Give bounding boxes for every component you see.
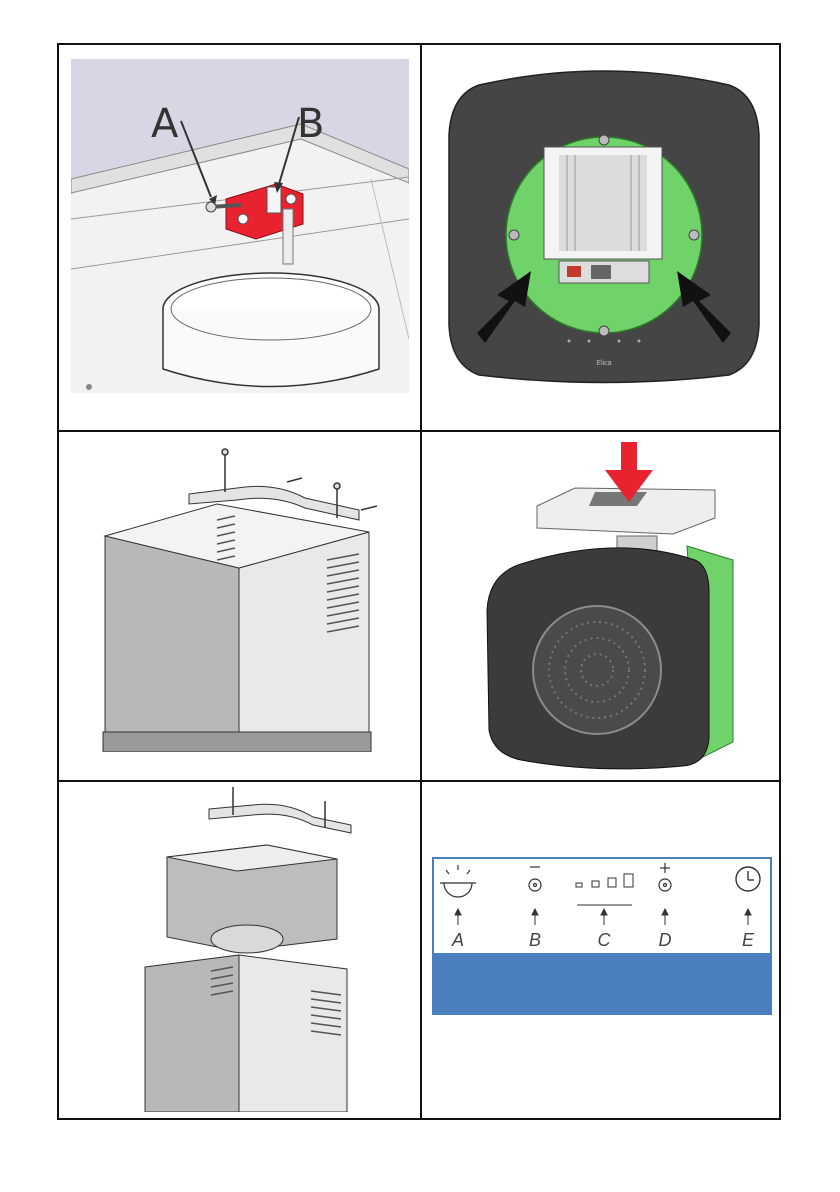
filter-grille <box>533 606 661 734</box>
panel-chimney-exploded <box>137 787 369 1112</box>
key-label-e: E <box>742 930 755 950</box>
label-b: B <box>297 101 324 147</box>
panel-chimney-assembly <box>97 442 387 752</box>
panel-filter-insert <box>477 442 757 772</box>
grid-divider-row1 <box>59 430 779 432</box>
panel-hood-open: Elica <box>439 65 769 413</box>
panel-control-keys: A B C D E <box>432 857 772 1015</box>
grid-divider-vertical <box>420 45 422 1118</box>
figure-grid: A B Elica <box>57 43 781 1120</box>
brand-logo: Elica <box>596 360 611 367</box>
label-a: A <box>151 101 179 147</box>
key-label-b: B <box>529 930 541 950</box>
grid-divider-row2 <box>59 780 779 782</box>
panel-bracket-detail: A B <box>71 59 409 393</box>
key-label-a: A <box>451 930 464 950</box>
key-label-c: C <box>598 930 612 950</box>
key-label-d: D <box>659 930 672 950</box>
